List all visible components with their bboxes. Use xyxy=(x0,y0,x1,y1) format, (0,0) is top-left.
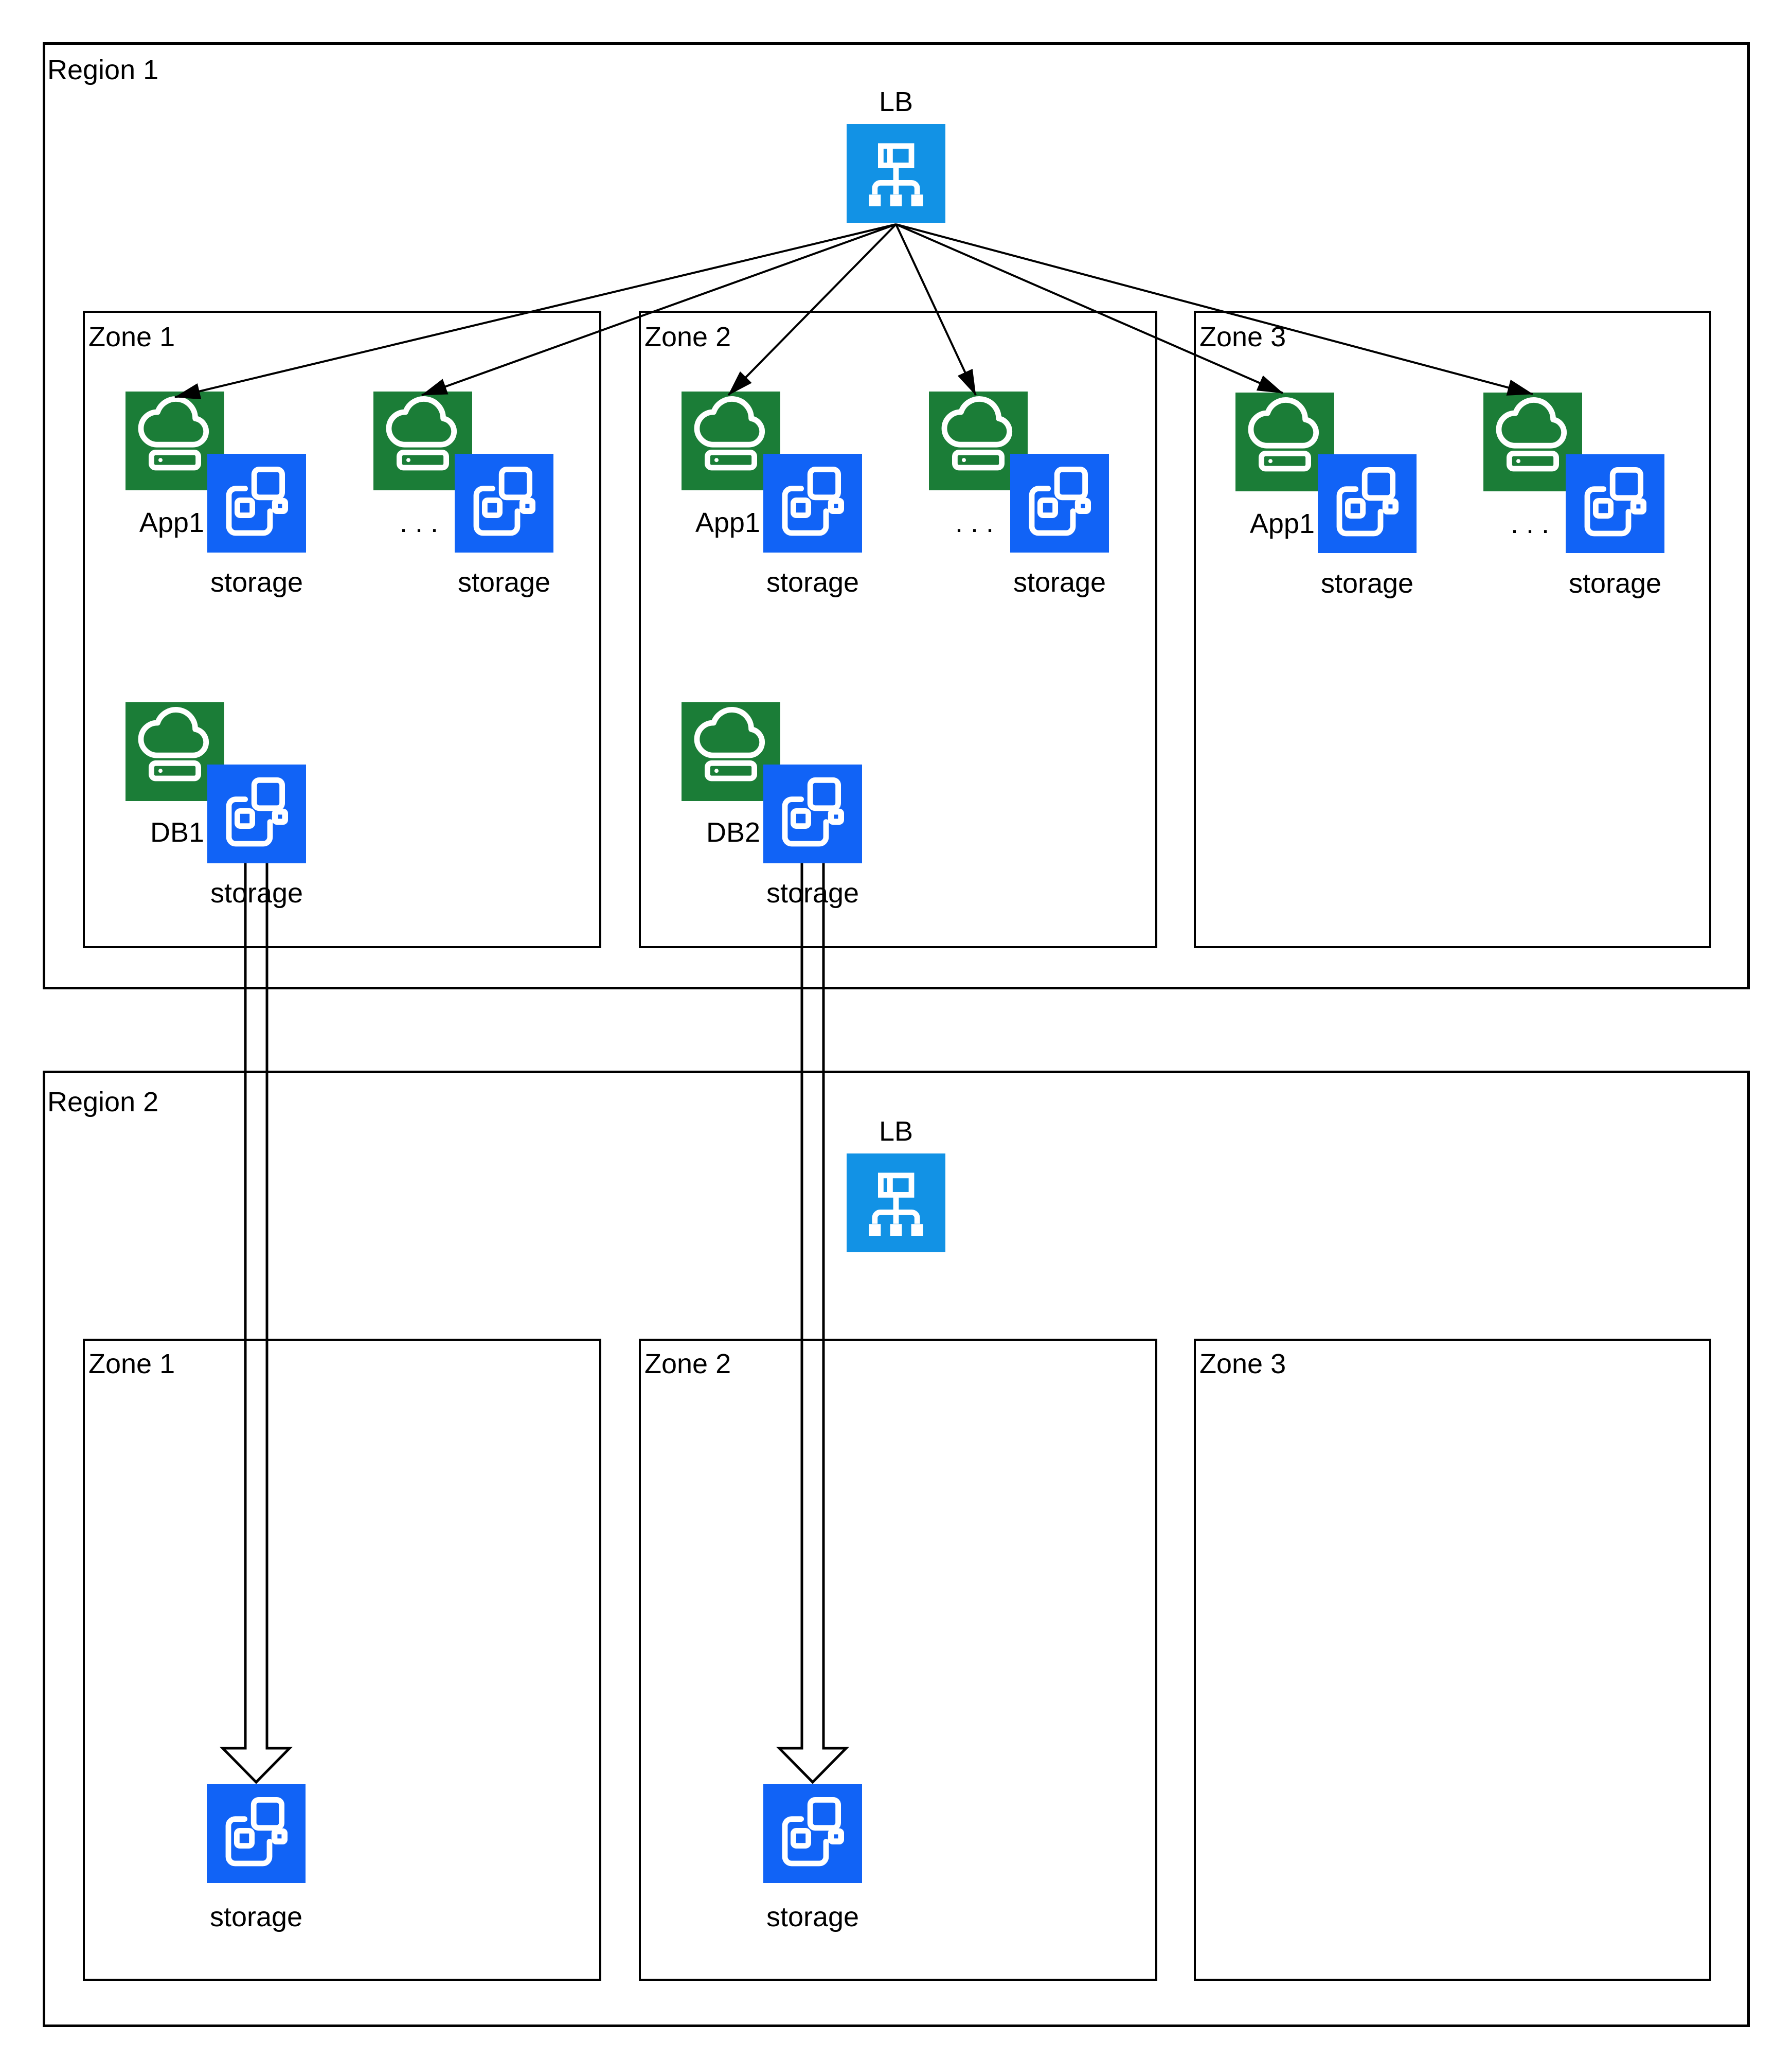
r1-lb-label: LB xyxy=(879,86,913,117)
region2-zone-2-box xyxy=(639,1339,1157,1981)
r2-zone-3-label: Zone 3 xyxy=(1199,1348,1286,1379)
db-label: DB2 xyxy=(706,817,760,848)
app-label: App1 xyxy=(1249,508,1315,539)
r1-zone-3-label: Zone 3 xyxy=(1199,322,1286,352)
storage-icon xyxy=(455,454,553,553)
storage-icon xyxy=(1566,454,1664,553)
r1-zone-2-label: Zone 2 xyxy=(644,322,731,352)
storage-label: storage xyxy=(766,567,859,598)
storage-icon xyxy=(1318,454,1417,553)
storage-label: storage xyxy=(210,567,303,598)
app-ellipsis-label: . . . xyxy=(399,507,438,538)
region-1-box xyxy=(43,42,1750,989)
storage-icon xyxy=(1010,454,1109,553)
storage-label: storage xyxy=(1013,567,1106,598)
storage-label: storage xyxy=(209,1902,303,1932)
app-ellipsis-label: . . . xyxy=(1510,508,1549,539)
storage-label: storage xyxy=(1568,568,1662,599)
r2-lb-label: LB xyxy=(879,1116,913,1147)
storage-icon xyxy=(207,1784,306,1883)
storage-icon xyxy=(763,1784,862,1883)
region-2-box xyxy=(43,1071,1750,2027)
region2-zone-1-box xyxy=(83,1339,601,1981)
r2-zone-2-label: Zone 2 xyxy=(644,1348,731,1379)
db-label: DB1 xyxy=(150,817,204,848)
region-2-label: Region 2 xyxy=(47,1087,159,1117)
lb-icon xyxy=(847,124,945,223)
r2-zone-1-label: Zone 1 xyxy=(88,1348,175,1379)
app-label: App1 xyxy=(139,507,204,538)
storage-label: storage xyxy=(1320,568,1414,599)
region-1-label: Region 1 xyxy=(47,55,159,85)
lb-icon xyxy=(847,1153,945,1252)
app-ellipsis-label: . . . xyxy=(955,507,994,538)
storage-icon xyxy=(763,765,862,863)
storage-label: storage xyxy=(766,1902,859,1932)
storage-label: storage xyxy=(457,567,551,598)
r1-zone-1-label: Zone 1 xyxy=(88,322,175,352)
storage-icon xyxy=(207,765,306,863)
app-label: App1 xyxy=(695,507,760,538)
storage-label: storage xyxy=(210,878,303,909)
storage-label: storage xyxy=(766,878,859,909)
storage-icon xyxy=(207,454,306,553)
region2-zone-3-box xyxy=(1194,1339,1711,1981)
storage-icon xyxy=(763,454,862,553)
